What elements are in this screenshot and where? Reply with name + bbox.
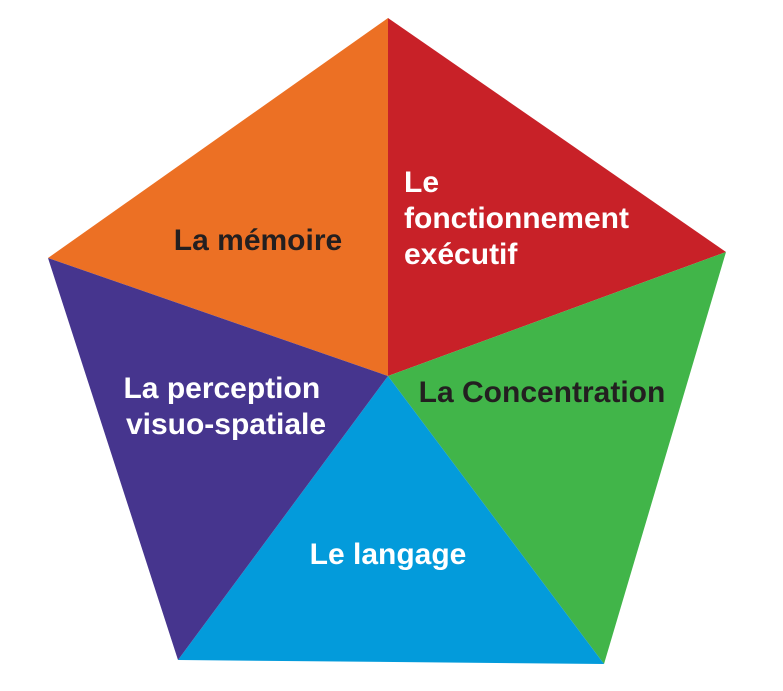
label-langage: Le langage (310, 538, 467, 571)
segment-langage (178, 376, 604, 664)
label-fonctionnement-line-2: fonctionnement (404, 202, 629, 235)
segment-perception-visuo-spatiale (48, 258, 388, 660)
label-concentration-line-1: La Concentration (419, 376, 666, 409)
segment-concentration (388, 252, 726, 664)
label-fonctionnement-line-3: exécutif (404, 238, 518, 271)
label-memoire-line-1: La mémoire (174, 224, 342, 257)
label-fonctionnement-line-1: Le (404, 166, 439, 199)
segment-memoire (48, 18, 388, 376)
segment-fonctionnement-executif (388, 18, 726, 376)
label-memoire: La mémoire (174, 224, 342, 257)
label-perception-line-1: La perception (123, 372, 320, 405)
label-langage-line-1: Le langage (310, 538, 467, 571)
label-perception-line-2: visuo-spatiale (126, 408, 326, 441)
label-perception-visuo-spatiale: La perception visuo-spatiale (123, 372, 328, 441)
label-fonctionnement-executif: Le fonctionnement exécutif (404, 166, 637, 271)
label-concentration: La Concentration (419, 376, 666, 409)
